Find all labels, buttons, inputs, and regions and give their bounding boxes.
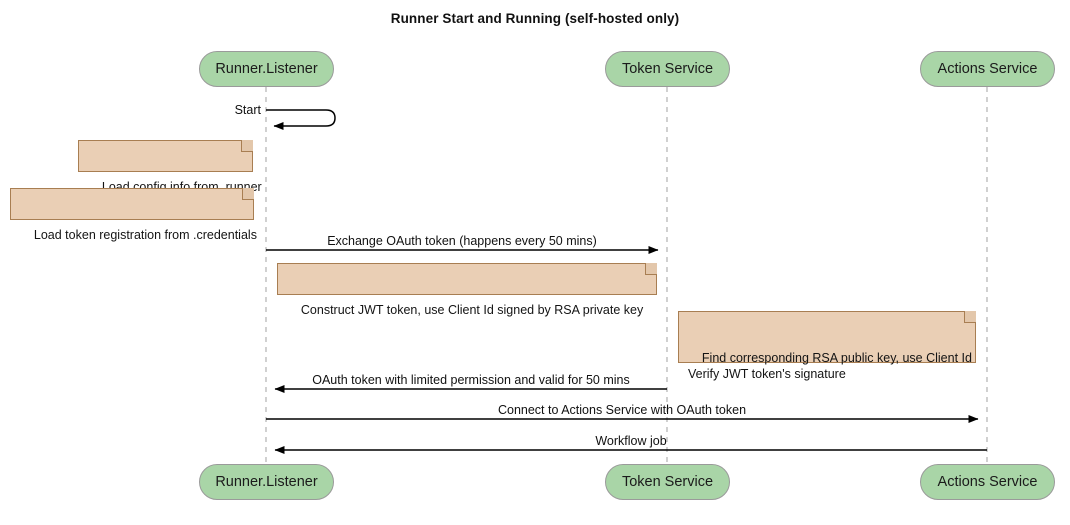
participant-label: Token Service	[621, 61, 714, 77]
message-label-start: Start	[234, 103, 261, 117]
participant-label: Runner.Listener	[215, 61, 318, 77]
note-text: Find corresponding RSA public key, use C…	[688, 351, 972, 381]
note-find-rsa-public-key: Find corresponding RSA public key, use C…	[678, 311, 976, 381]
participant-token-service[interactable]: Token Service	[605, 51, 730, 87]
page-title: Runner Start and Running (self-hosted on…	[390, 11, 680, 26]
participant-actions-service[interactable]: Actions Service	[920, 51, 1055, 87]
message-start-self-loop	[266, 109, 336, 130]
lifelines	[265, 87, 988, 463]
message-label-workflow-job: Workflow job	[595, 434, 667, 448]
participant-footer-actions-service[interactable]: Actions Service	[920, 464, 1055, 500]
message-label-exchange-oauth-token: Exchange OAuth token (happens every 50 m…	[327, 234, 597, 248]
note-load-config-info: Load config info from .runner	[78, 140, 262, 194]
participant-label: Actions Service	[937, 474, 1038, 490]
note-text: Construct JWT token, use Client Id signe…	[300, 303, 644, 317]
participant-runner-listener[interactable]: Runner.Listener	[199, 51, 334, 87]
participant-label: Runner.Listener	[215, 474, 318, 490]
note-construct-jwt-token: Construct JWT token, use Client Id signe…	[277, 263, 657, 317]
participant-label: Token Service	[621, 474, 714, 490]
participant-footer-runner-listener[interactable]: Runner.Listener	[199, 464, 334, 500]
participant-label: Actions Service	[937, 61, 1038, 77]
note-load-token-registration: Load token registration from .credential…	[10, 188, 257, 242]
note-text: Load token registration from .credential…	[33, 228, 257, 242]
note-fold-corner-icon	[241, 140, 253, 152]
message-label-oauth-token-response: OAuth token with limited permission and …	[312, 373, 630, 387]
note-fold-corner-icon	[645, 263, 657, 275]
note-fold-corner-icon	[242, 188, 254, 200]
message-label-connect-actions-service: Connect to Actions Service with OAuth to…	[497, 403, 747, 417]
note-fold-corner-icon	[964, 311, 976, 323]
participant-footer-token-service[interactable]: Token Service	[605, 464, 730, 500]
